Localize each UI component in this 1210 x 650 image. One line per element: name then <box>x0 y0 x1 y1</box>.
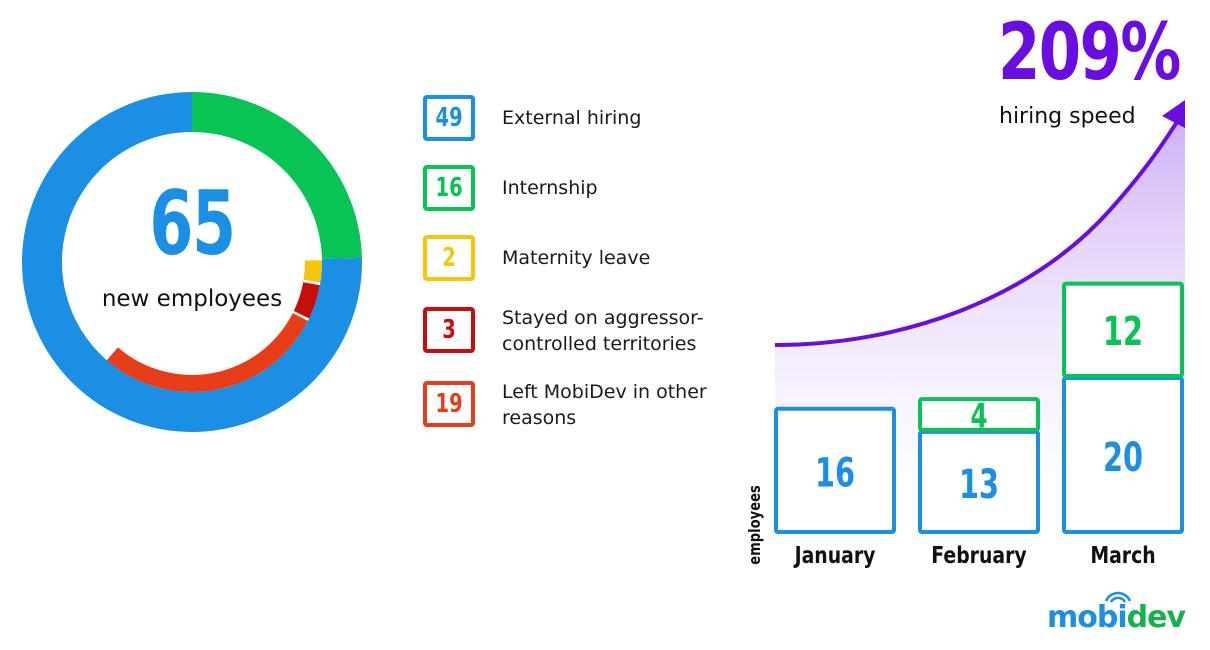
legend-value: 16 <box>435 173 463 203</box>
legend-value: 3 <box>442 315 456 345</box>
legend-label: External hiring <box>502 107 642 129</box>
donut-slice-aggressor-territories <box>293 282 320 319</box>
legend-label: Left MobiDev in other reasons <box>502 381 707 429</box>
trend-arrow-icon <box>1162 100 1185 128</box>
x-tick-label: January <box>793 541 876 568</box>
total-caption: new employees <box>101 286 283 312</box>
legend-value-box: 19 <box>423 381 475 427</box>
x-tick-label: February <box>931 541 1027 568</box>
legend-value-box: 2 <box>423 235 475 281</box>
legend-value: 2 <box>442 243 456 273</box>
legend-value: 19 <box>435 389 463 419</box>
bar-value-label: 12 <box>1103 309 1143 355</box>
bar-value-label: 13 <box>959 462 999 508</box>
legend-label: Stayed on aggressor-controlled territori… <box>502 307 704 355</box>
trend-line <box>774 120 1179 347</box>
wifi-icon <box>1104 591 1132 603</box>
legend-value-box: 16 <box>423 165 475 211</box>
legend-label: Internship <box>502 177 598 199</box>
bar-value-label: 16 <box>815 451 855 497</box>
headline-value: 209% <box>998 8 1181 98</box>
brand-logo: mobidev <box>1047 600 1186 635</box>
total-value: 65 <box>149 172 236 275</box>
legend-label: Maternity leave <box>502 247 651 269</box>
legend-value-box: 49 <box>423 95 475 141</box>
donut-slice-left-mobidev <box>106 313 308 392</box>
legend-value-box: 3 <box>423 307 475 353</box>
legend-value: 49 <box>435 103 463 133</box>
bar-value-label: 4 <box>970 396 987 435</box>
bar-segment-february-green <box>918 397 1040 432</box>
headline-caption: hiring speed <box>999 104 1136 129</box>
bar-segment-january-blue <box>774 406 896 534</box>
donut-slice-maternity-leave <box>303 260 322 283</box>
brand-name-part1: mobi <box>1047 600 1128 635</box>
y-axis-label: employees <box>746 485 765 565</box>
bar-segment-march-green <box>1062 281 1184 379</box>
x-tick-label: March <box>1090 541 1155 568</box>
bar-value-label: 20 <box>1103 435 1143 481</box>
brand-name-part2: dev <box>1126 600 1186 635</box>
donut-slice-internship <box>192 92 362 259</box>
